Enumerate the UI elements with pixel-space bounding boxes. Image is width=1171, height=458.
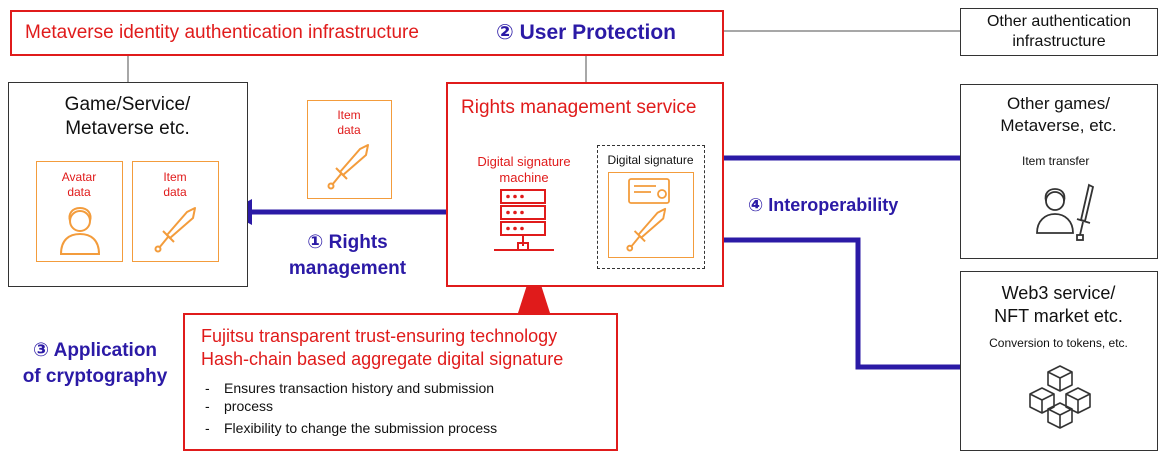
metaverse-infrastructure-box: Metaverse identity authentication infras… xyxy=(10,10,724,56)
web3-service-title: Web3 service/ NFT market etc. xyxy=(961,282,1156,328)
rights-management-service-box: Rights management service Digital signat… xyxy=(446,82,724,287)
sword-icon xyxy=(154,207,196,253)
metaverse-infrastructure-label: Metaverse identity authentication infras… xyxy=(25,22,419,43)
signature-machine-label-line1: Digital signature xyxy=(477,154,571,169)
other-authentication-box: Other authentication infrastructure xyxy=(960,8,1158,56)
signed-item-card xyxy=(608,172,694,258)
user-protection-label: ② User Protection xyxy=(496,21,676,44)
token-conversion-caption: Conversion to tokens, etc. xyxy=(989,336,1128,350)
floating-item-data-card: Item data xyxy=(307,100,392,199)
rights-management-arrow xyxy=(228,199,472,225)
item-data-card: Item data xyxy=(132,161,219,262)
item-data-label-line2: data xyxy=(163,185,187,199)
fujitsu-bullet: Ensures transaction history and submissi… xyxy=(199,379,609,397)
server-icon xyxy=(494,189,554,251)
interoperability-label: ④ Interoperability xyxy=(748,195,899,215)
cryptography-label: ③ Application of cryptography xyxy=(10,338,180,390)
game-service-title-line1: Game/Service/ xyxy=(64,94,191,115)
cryptography-label-line2: of cryptography xyxy=(22,366,168,387)
sword-icon xyxy=(626,207,667,252)
certificate-icon xyxy=(628,178,670,204)
game-service-title-line2: Metaverse etc. xyxy=(65,118,190,139)
fujitsu-bullet: Flexibility to change the submission pro… xyxy=(199,419,609,437)
avatar-data-label: Avatar data xyxy=(37,170,121,200)
blockchain-cubes-icon xyxy=(1029,365,1091,429)
game-service-title: Game/Service/ Metaverse etc. xyxy=(9,93,246,141)
rights-management-label: ① Rights management xyxy=(260,230,435,282)
web3-service-title-line1: Web3 service/ xyxy=(1001,283,1116,303)
avatar-data-label-line1: Avatar xyxy=(61,170,97,184)
rights-management-label-line2: management xyxy=(288,258,407,279)
sword-icon xyxy=(327,144,369,190)
floating-item-data-label-line1: Item xyxy=(337,108,361,122)
item-data-label-line1: Item xyxy=(163,170,187,184)
fujitsu-link-arrow xyxy=(518,263,550,313)
fujitsu-technology-box: Fujitsu transparent trust-ensuring techn… xyxy=(183,313,618,451)
other-games-title-line1: Other games/ xyxy=(1007,94,1110,113)
avatar-icon xyxy=(59,206,101,255)
other-authentication-line1: Other authentication xyxy=(986,13,1132,30)
rights-management-service-title: Rights management service xyxy=(461,97,697,118)
avatar-data-card: Avatar data xyxy=(36,161,123,262)
avatar-with-sword-icon xyxy=(1036,183,1095,241)
cryptography-label-line1: ③ Application xyxy=(32,340,158,361)
avatar-data-label-line2: data xyxy=(67,185,91,199)
web3-service-title-line2: NFT market etc. xyxy=(994,306,1123,326)
fujitsu-bullet-list: Ensures transaction history and submissi… xyxy=(199,379,609,437)
item-data-label: Item data xyxy=(133,170,217,200)
game-service-box: Game/Service/ Metaverse etc. Avatar data… xyxy=(8,82,248,287)
rights-management-label-line1: ① Rights xyxy=(307,232,388,253)
digital-signature-label: Digital signature xyxy=(607,153,694,167)
other-games-title-line2: Metaverse, etc. xyxy=(1000,116,1117,135)
other-games-title: Other games/ Metaverse, etc. xyxy=(961,93,1156,137)
other-games-box: Other games/ Metaverse, etc. Item transf… xyxy=(960,84,1158,259)
other-authentication-line2: infrastructure xyxy=(1012,33,1106,50)
fujitsu-title-line2: Hash-chain based aggregate digital signa… xyxy=(201,349,564,369)
fujitsu-bullet-continuation: process xyxy=(199,397,609,415)
signature-machine-label-line2: machine xyxy=(499,170,549,185)
fujitsu-technology-title: Fujitsu transparent trust-ensuring techn… xyxy=(201,325,563,371)
web3-service-box: Web3 service/ NFT market etc. Conversion… xyxy=(960,271,1158,451)
digital-signature-panel: Digital signature xyxy=(597,145,705,269)
item-transfer-caption: Item transfer xyxy=(1022,154,1090,168)
signature-machine-label: Digital signature machine xyxy=(464,154,584,186)
floating-item-data-label: Item data xyxy=(308,108,390,138)
fujitsu-title-line1: Fujitsu transparent trust-ensuring techn… xyxy=(201,326,558,346)
floating-item-data-label-line2: data xyxy=(337,123,361,137)
